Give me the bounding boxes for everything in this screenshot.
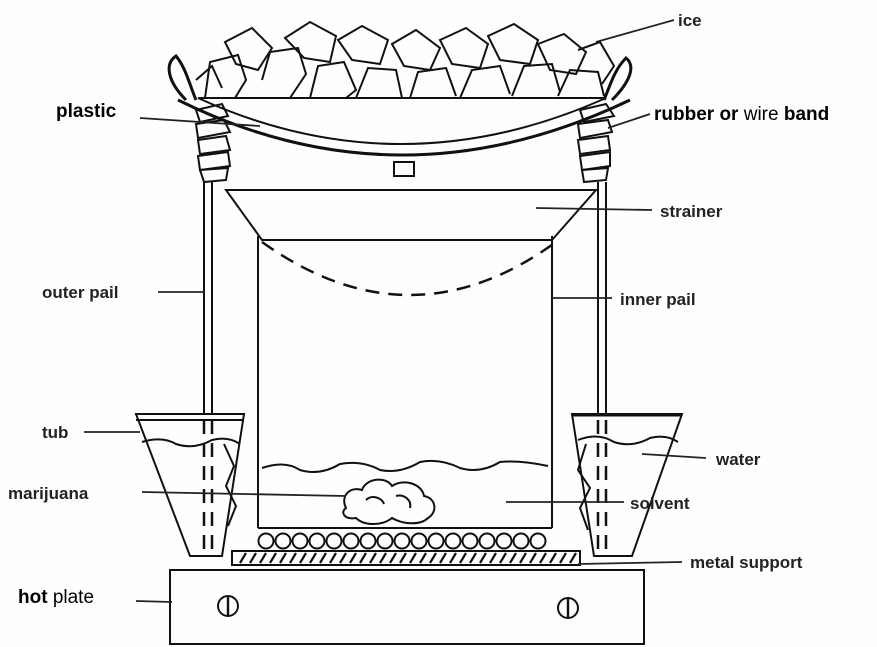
label-ice: ice	[678, 11, 702, 30]
left-band	[167, 54, 232, 184]
inner-pail	[257, 236, 553, 529]
leader-lines	[84, 19, 707, 603]
roller-row	[257, 532, 547, 550]
label-wire: wire	[738, 104, 783, 125]
label-metal-support: metal support	[690, 553, 803, 572]
label-solvent: solvent	[630, 494, 690, 513]
label-plate: plate	[48, 587, 94, 608]
ice-cubes	[195, 20, 616, 99]
right-band	[576, 55, 633, 184]
outer-pail	[203, 182, 607, 414]
left-knob-icon	[217, 595, 239, 617]
strainer	[224, 189, 599, 297]
label-hot-plate: hot plate	[18, 587, 94, 608]
label-inner-pail: inner pail	[620, 290, 696, 309]
label-plastic: plastic	[56, 101, 117, 122]
left-tub	[134, 413, 246, 557]
label-rubber-or: rubber or	[654, 104, 739, 125]
right-knob-icon	[557, 597, 579, 619]
label-water: water	[715, 450, 761, 469]
marijuana-clump	[342, 478, 436, 525]
right-tub	[570, 413, 684, 557]
label-outer-pail: outer pail	[42, 283, 119, 302]
labels: ice plastic rubber or wire band strainer…	[8, 11, 829, 608]
hot-plate	[169, 569, 645, 645]
label-tub: tub	[42, 423, 68, 442]
metal-support	[231, 550, 581, 566]
label-strainer: strainer	[660, 202, 723, 221]
label-band: band	[784, 104, 829, 125]
label-marijuana: marijuana	[8, 484, 89, 503]
label-hot: hot	[18, 587, 48, 608]
plastic-bowl	[177, 97, 631, 177]
solvent-surface	[261, 459, 549, 473]
label-rubber-or-wire-band: rubber or wire band	[654, 104, 829, 125]
